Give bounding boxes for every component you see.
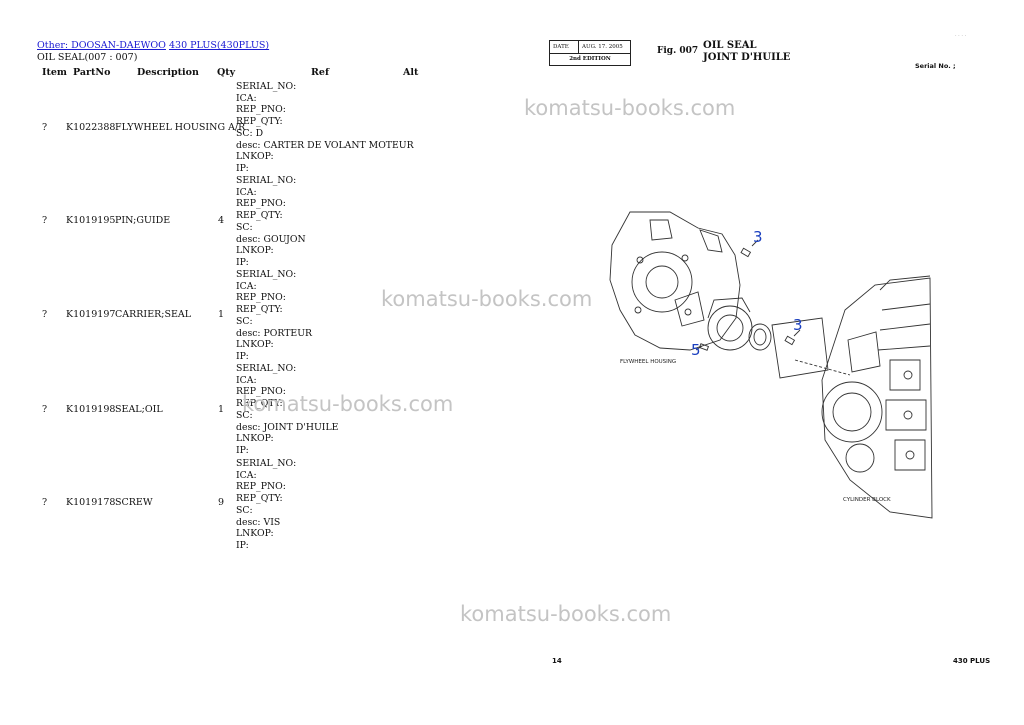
row-info: SERIAL_NO: ICA: REP_PNO: REP_QTY: SC: de… [236,363,339,456]
callout-pin-seal: 3 [793,316,803,334]
watermark-text: komatsu-books.com [381,287,593,311]
page-subtitle: OIL SEAL(007 : 007) [37,52,138,63]
header-ref: Ref [311,67,330,78]
date-stamp: DATE AUG. 17. 2005 2nd EDITION [549,40,631,66]
figure-title: OIL SEAL JOINT D'HUILE [703,40,790,64]
exploded-parts-diagram [609,211,933,519]
row-item: ? [42,497,48,508]
breadcrumb-link-category[interactable]: Other: DOOSAN-DAEWOO [37,40,166,51]
row-qty: 9 [218,497,225,508]
header-qty: Qty [217,67,236,78]
row-item: ? [42,309,48,320]
row-description: SEAL;OIL [115,404,163,415]
breadcrumb-link-model[interactable]: 430 PLUS(430PLUS) [168,40,270,51]
row-qty: 4 [218,215,225,226]
figure-number: Fig. 007 [657,46,699,56]
row-partno: K1019178 [66,497,116,508]
flywheel-housing-outline [609,211,741,351]
page-number: 14 [552,657,562,665]
row-partno: K1022388 [66,122,116,133]
row-description: PIN;GUIDE [115,215,171,226]
row-item: ? [42,215,48,226]
breadcrumb: Other: DOOSAN-DAEWOO 430 PLUS(430PLUS) [37,40,269,51]
figure-title-en: OIL SEAL [703,40,757,51]
row-partno: K1019197 [66,309,116,320]
oil-seal-drawing [748,323,772,351]
model-label: 430 PLUS [953,657,991,665]
serial-label: Serial No. ; [915,62,956,70]
callout-screw: 5 [691,341,701,359]
row-partno: K1019198 [66,404,116,415]
corner-mark: · · · · [955,33,967,39]
row-qty: 1 [218,309,225,320]
row-partno: K1019195 [66,215,116,226]
watermark-text: komatsu-books.com [524,96,736,120]
callout-pin-guide: 3 [753,228,763,246]
row-info: SERIAL_NO: ICA: REP_PNO: REP_QTY: SC: de… [236,458,297,551]
row-info: SERIAL_NO: ICA: REP_PNO: REP_QTY: SC: D … [236,81,414,174]
screw-drawing [698,343,710,351]
edition-label: 2nd EDITION [569,56,611,62]
row-description: CARRIER;SEAL [115,309,192,320]
row-qty: 1 [218,404,225,415]
header-partno: PartNo [73,67,111,78]
cylinder-block-label: CYLINDER BLOCK [843,497,891,503]
flywheel-housing-label: FLYWHEEL HOUSING [620,359,677,365]
row-info: SERIAL_NO: ICA: REP_PNO: REP_QTY: SC: de… [236,175,306,268]
header-alt: Alt [403,67,419,78]
figure-title-fr: JOINT D'HUILE [703,52,791,63]
guide-pin-drawing [740,247,752,258]
row-info: SERIAL_NO: ICA: REP_PNO: REP_QTY: SC: de… [236,269,313,362]
header-description: Description [137,67,199,78]
row-description: SCREW [115,497,153,508]
row-description: FLYWHEEL HOUSING A/R [115,122,246,133]
header-item: Item [42,67,67,78]
cylinder-block-drawing [821,275,933,519]
row-item: ? [42,404,48,415]
date-label: DATE [553,44,569,50]
watermark-text: komatsu-books.com [242,392,454,416]
watermark-text: komatsu-books.com [460,602,672,626]
date-value: AUG. 17. 2005 [582,44,623,50]
row-item: ? [42,122,48,133]
